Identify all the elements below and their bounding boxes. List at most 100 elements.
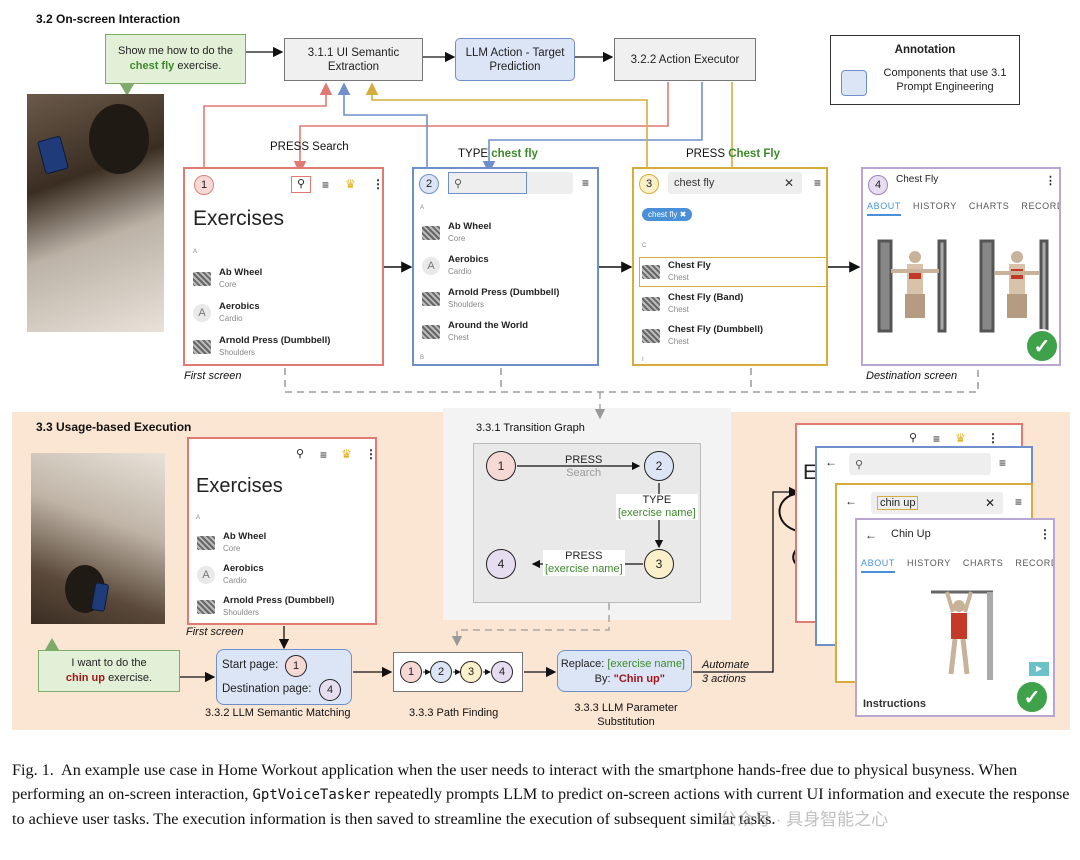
- more-icon[interactable]: ⋮: [365, 447, 377, 461]
- exercise-thumbnail: [422, 291, 440, 306]
- exercise-thumbnail: [197, 535, 215, 550]
- search-icon-highlight[interactable]: ⚲: [291, 176, 311, 193]
- close-icon[interactable]: ✕: [783, 176, 794, 190]
- tab-about[interactable]: ABOUT: [867, 201, 902, 216]
- detail-title: Chest Fly: [896, 174, 939, 185]
- detail-title: Chin Up: [891, 528, 931, 540]
- close-icon[interactable]: ✕: [984, 496, 995, 510]
- instructions-label: Instructions: [863, 698, 926, 710]
- filter-icon[interactable]: ≡: [320, 448, 328, 462]
- search-icon: ⚲: [454, 177, 463, 190]
- semantic-matching-box: Start page: 1 Destination page: 4: [216, 649, 352, 705]
- tab-charts[interactable]: CHARTS: [962, 558, 1004, 568]
- play-video-icon[interactable]: ▶: [1029, 662, 1049, 676]
- filter-icon[interactable]: ≡: [322, 178, 330, 192]
- press-search-label: PRESS Search: [270, 141, 349, 153]
- section-title-onscreen: 3.2 On-screen Interaction: [36, 12, 181, 26]
- path-finding-label: 3.3.3 Path Finding: [409, 707, 499, 719]
- step-1-badge: 1: [194, 175, 214, 195]
- more-icon[interactable]: ⋮: [1045, 175, 1056, 187]
- success-check-icon: ✓: [1025, 329, 1059, 363]
- search-input[interactable]: ⚲: [448, 172, 573, 194]
- user-photo-top: [27, 94, 164, 332]
- more-icon[interactable]: ⋮: [987, 431, 999, 445]
- letter-avatar: A: [197, 565, 215, 584]
- search-input[interactable]: chin up✕: [871, 492, 1003, 514]
- back-arrow-icon[interactable]: ←: [825, 455, 837, 469]
- back-arrow-icon[interactable]: ←: [865, 528, 877, 542]
- list-item[interactable]: Arnold Press (Dumbbell)Shoulders: [193, 335, 330, 358]
- more-icon[interactable]: ⋮: [372, 177, 384, 191]
- bubble-highlight: chin up: [65, 672, 105, 684]
- tab-charts[interactable]: CHARTS: [968, 201, 1010, 211]
- tab-record[interactable]: RECORD: [1015, 558, 1055, 568]
- list-item[interactable]: Arnold Press (Dumbbell)Shoulders: [197, 595, 334, 618]
- more-icon[interactable]: ⋮: [1039, 527, 1051, 541]
- search-input[interactable]: chest fly✕: [668, 172, 802, 194]
- figure-caption: Fig. 1. An example use case in Home Work…: [12, 761, 1070, 828]
- search-icon[interactable]: ⚲: [296, 448, 305, 460]
- tab-history[interactable]: HISTORY: [913, 201, 957, 211]
- detail-tabs: ABOUT HISTORY CHARTS RECORD: [867, 201, 1061, 216]
- tab-about[interactable]: ABOUT: [861, 558, 896, 573]
- tab-history[interactable]: HISTORY: [907, 558, 951, 568]
- semantic-matching-label: 3.3.2 LLM Semantic Matching: [205, 707, 351, 719]
- section-title-usage: 3.3 Usage-based Execution: [36, 420, 192, 434]
- destination-screen-caption: Destination screen: [866, 370, 958, 382]
- filter-icon[interactable]: ≡: [814, 176, 822, 190]
- filter-icon[interactable]: ≡: [933, 432, 941, 446]
- crown-icon[interactable]: ♛: [341, 447, 352, 461]
- bubble-text: Show me how to do the: [118, 45, 233, 57]
- action-executor-box: 3.2.2 Action Executor: [614, 38, 756, 81]
- filter-chip[interactable]: chest fly ✖: [642, 208, 693, 221]
- list-item[interactable]: Chest Fly (Band)Chest: [642, 292, 743, 315]
- stack-screen-4: ← Chin Up ⋮ ABOUT HISTORY CHARTS RECORD …: [855, 518, 1055, 717]
- search-input[interactable]: ⚲: [849, 453, 991, 475]
- user-speech-bubble: Show me how to do the chest fly exercise…: [105, 34, 246, 84]
- graph-node-4: 4: [486, 549, 516, 579]
- filter-icon[interactable]: ≡: [999, 456, 1007, 470]
- step-2-badge: 2: [419, 174, 439, 194]
- tab-record[interactable]: RECORD: [1021, 201, 1061, 211]
- exercise-thumbnail: [422, 225, 440, 240]
- exercise-thumbnail: [642, 328, 660, 343]
- bubble-tail: [45, 638, 59, 650]
- path-node-4: 4: [491, 661, 513, 683]
- exercise-thumbnail: [193, 271, 211, 286]
- letter-avatar: A: [422, 256, 440, 275]
- annotation-text: Components that use 3.1 Prompt Engineeri…: [883, 67, 1007, 93]
- phone-icon: [37, 135, 69, 175]
- back-arrow-icon[interactable]: ←: [845, 494, 857, 508]
- type-label: TYPE chest fly: [458, 148, 538, 160]
- chest-fly-illustration: [877, 239, 1049, 333]
- filter-icon[interactable]: ≡: [582, 176, 590, 190]
- list-item[interactable]: Chest Fly (Dumbbell)Chest: [642, 324, 763, 347]
- target-item-highlight: [639, 257, 826, 287]
- exercise-thumbnail: [193, 339, 211, 354]
- crown-icon[interactable]: ♛: [345, 177, 356, 191]
- crown-icon[interactable]: ♛: [955, 431, 966, 445]
- filter-icon[interactable]: ≡: [1015, 495, 1023, 509]
- graph-node-2: 2: [644, 451, 674, 481]
- graph-node-3: 3: [644, 549, 674, 579]
- llm-action-prediction-box: LLM Action - Target Prediction: [455, 38, 575, 81]
- chin-up-illustration: [931, 590, 993, 680]
- annotation-title: Annotation: [894, 44, 956, 56]
- list-item[interactable]: Arnold Press (Dumbbell)Shoulders: [422, 287, 559, 310]
- path-node-1: 1: [400, 661, 422, 683]
- exercises-title: Exercises: [196, 475, 283, 497]
- step-3-badge: 3: [639, 174, 659, 194]
- edge-label-type: TYPE[exercise name]: [616, 494, 698, 520]
- exercise-thumbnail: [642, 296, 660, 311]
- screen-4-detail: 4 Chest Fly ⋮ ABOUT HISTORY CHARTS RECOR…: [861, 167, 1061, 366]
- index-letter: A: [193, 249, 198, 255]
- search-icon[interactable]: ⚲: [909, 432, 918, 444]
